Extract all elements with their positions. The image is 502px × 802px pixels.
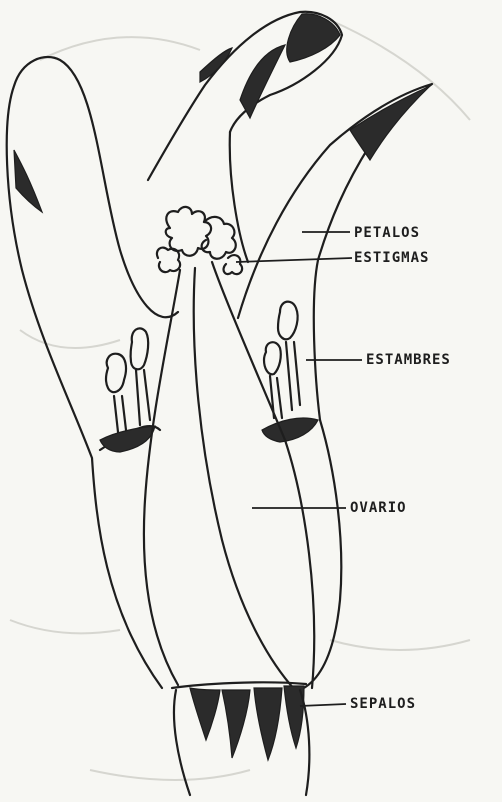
right-petal xyxy=(238,84,432,690)
stigmas xyxy=(157,207,242,274)
stamens-left xyxy=(106,328,150,432)
label-petalos: PETALOS xyxy=(354,225,420,241)
label-estambres: ESTAMBRES xyxy=(366,352,451,368)
sepals xyxy=(172,682,309,795)
leader-lines xyxy=(236,232,362,706)
label-estigmas: ESTIGMAS xyxy=(354,250,429,266)
ovary xyxy=(144,262,314,690)
left-petal xyxy=(7,57,178,688)
labels: PETALOS ESTIGMAS ESTAMBRES OVARIO SEPALO… xyxy=(350,225,451,712)
leader-sepalos xyxy=(300,704,346,706)
background-bleed-through xyxy=(10,20,470,780)
leader-estigmas xyxy=(236,258,352,262)
label-ovario: OVARIO xyxy=(350,500,407,516)
back-petal xyxy=(148,12,342,262)
label-sepalos: SEPALOS xyxy=(350,696,416,712)
